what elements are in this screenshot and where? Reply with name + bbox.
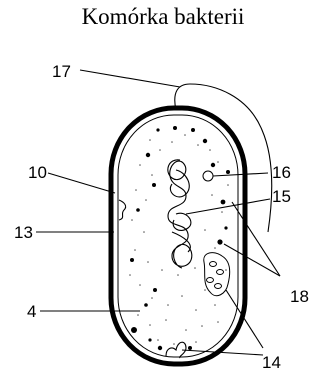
label-17: 17 (52, 62, 71, 81)
label-13: 13 (14, 223, 33, 242)
label-18: 18 (290, 287, 309, 306)
label-14: 14 (262, 353, 281, 372)
label-16: 16 (272, 163, 291, 182)
cell-wall (111, 108, 245, 364)
label-15: 15 (272, 187, 291, 206)
inclusion-body (203, 171, 213, 181)
label-10: 10 (28, 163, 47, 182)
label-4: 4 (27, 302, 36, 321)
